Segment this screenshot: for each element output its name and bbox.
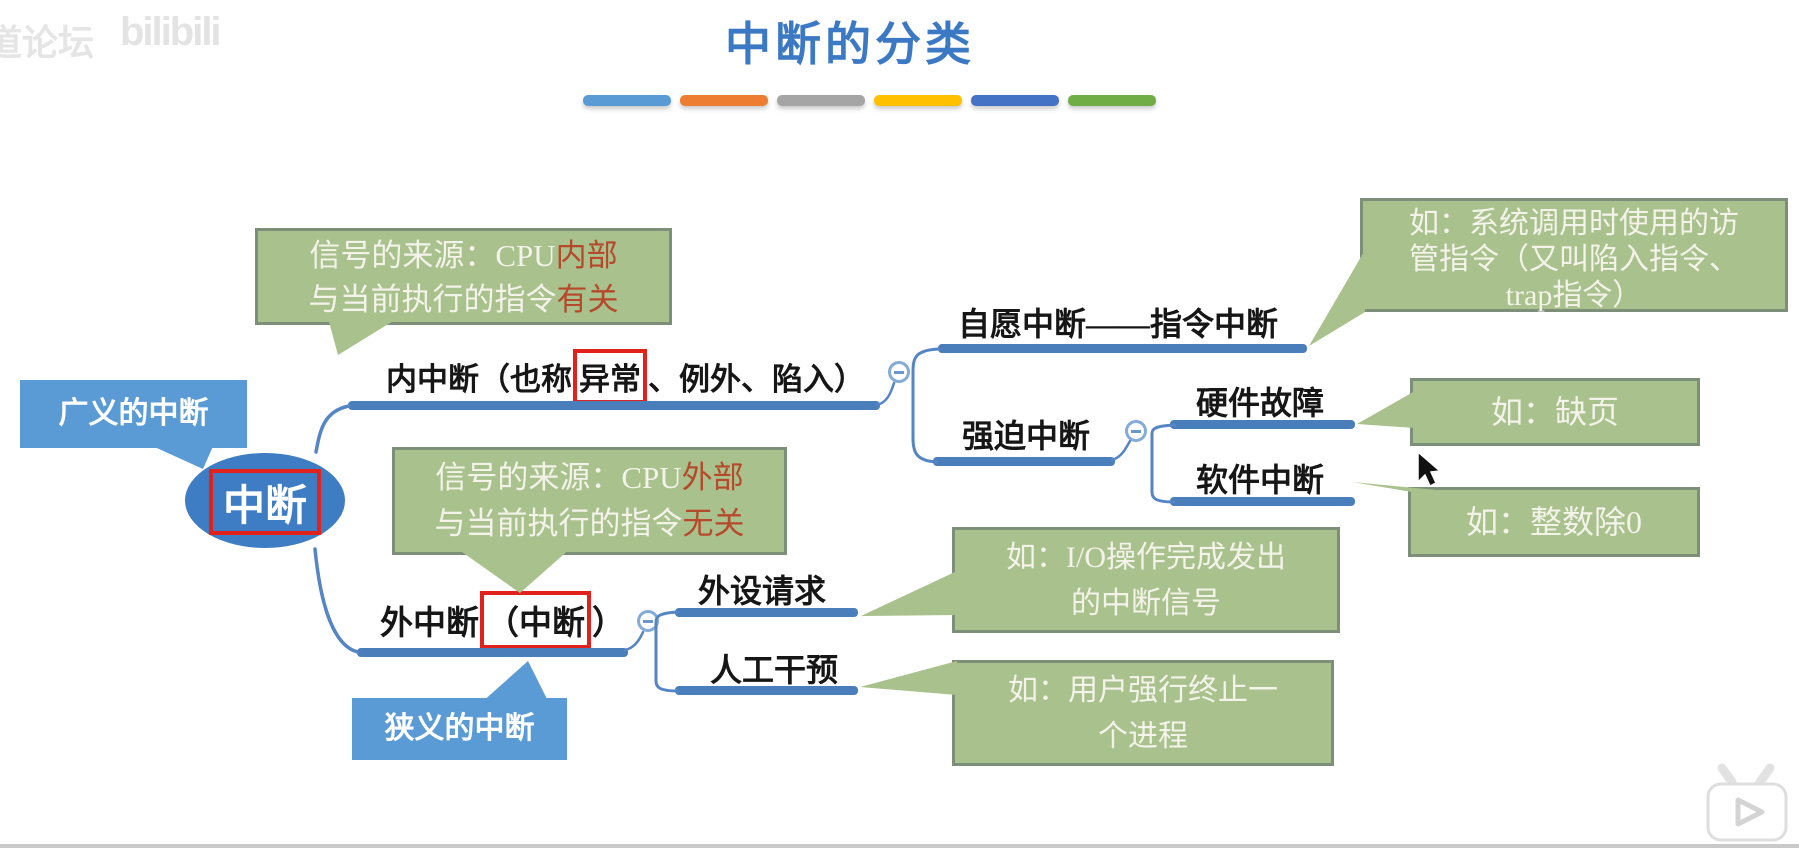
bilibili-play-icon[interactable]: [1698, 762, 1794, 846]
note-text: 如：I/O操作完成发出: [1006, 541, 1286, 574]
note-text: trap指令）: [1505, 279, 1643, 312]
note-highlight: 内部: [555, 238, 618, 273]
branch-label: 、例外、陷入）: [648, 361, 865, 397]
branch-underline: [933, 457, 1115, 466]
bilibili-logo-watermark: bilibili: [120, 10, 222, 54]
title-divider-dash: [777, 95, 865, 106]
note-text: 与当前执行的指令: [434, 506, 683, 541]
note-text: 管指令（又叫陷入指令、: [1409, 243, 1739, 276]
note-pointer: [1309, 250, 1365, 346]
title-divider-dash: [874, 95, 962, 106]
title-divider-dash: [1068, 95, 1156, 106]
branch-underline: [357, 648, 628, 657]
branch-bracket: [654, 610, 680, 693]
minus-circle-icon[interactable]: [1125, 420, 1147, 442]
branch-label: 外中断: [380, 606, 479, 642]
branch-forced-interrupt: 强迫中断: [962, 418, 1091, 454]
minus-circle-icon[interactable]: [888, 361, 910, 383]
tag-pointer: [481, 661, 549, 703]
branch-software-interrupt: 软件中断: [1196, 462, 1325, 498]
title-divider-dash: [971, 95, 1059, 106]
page-title: 中断的分类: [725, 19, 975, 70]
note-text: 信号的来源：CPU: [309, 238, 556, 273]
note-text: 如：用户强行终止一: [1008, 674, 1278, 707]
title-divider-dash: [680, 95, 768, 106]
branch-label: 内中断（也称: [386, 361, 572, 397]
letterbox-strip: [0, 844, 1799, 848]
note-pointer: [861, 571, 957, 616]
branch-external-interrupt: 外中断（中断）: [380, 591, 625, 649]
tag-broad-interrupt: 广义的中断: [20, 380, 247, 448]
note-divide-zero-example: 如：整数除0: [1408, 487, 1700, 557]
branch-underline: [675, 686, 858, 695]
minus-circle-icon[interactable]: [637, 610, 659, 632]
note-internal-source: 信号的来源：CPU内部 与当前执行的指令有关: [255, 228, 672, 325]
branch-underline: [1170, 420, 1355, 429]
note-kill-process-example: 如：用户强行终止一 个进程: [952, 660, 1334, 766]
root-node-interrupt: 中断: [185, 453, 345, 548]
connector-root-external: [313, 547, 360, 654]
branch-peripheral-request: 外设请求: [698, 573, 827, 609]
note-highlight: 有关: [556, 282, 619, 317]
note-text: 的中断信号: [1071, 587, 1221, 620]
note-io-example: 如：I/O操作完成发出 的中断信号: [952, 527, 1340, 633]
note-text: 与当前执行的指令: [308, 282, 557, 317]
branch-manual-intervention: 人工干预: [710, 652, 839, 688]
branch-bracket: [1150, 423, 1177, 504]
red-marker-box: （中断: [480, 591, 591, 649]
note-external-source: 信号的来源：CPU外部 与当前执行的指令无关: [392, 447, 787, 555]
note-highlight: 无关: [682, 506, 745, 541]
connector-stub: [623, 630, 645, 652]
branch-voluntary-interrupt: 自愿中断——指令中断: [958, 306, 1279, 342]
branch-underline: [675, 608, 858, 617]
title-divider-dash: [583, 95, 671, 106]
red-marker-box: 异常: [573, 348, 647, 404]
branch-underline: [348, 401, 880, 410]
note-highlight: 外部: [681, 460, 744, 495]
branch-underline: [1170, 497, 1355, 506]
note-page-fault-example: 如：缺页: [1410, 378, 1700, 446]
branch-label: ）: [592, 606, 625, 642]
note-text: 如：系统调用时使用的访: [1409, 207, 1739, 240]
mouse-cursor-icon: [1417, 450, 1442, 488]
branch-underline: [938, 344, 1307, 353]
note-pointer: [860, 661, 957, 695]
connector-stub: [875, 381, 896, 407]
note-text: 信号的来源：CPU: [435, 460, 682, 495]
note-text: 个进程: [1098, 720, 1188, 753]
connector-root-internal: [314, 404, 351, 454]
connector-stub: [1110, 439, 1132, 462]
branch-bracket: [911, 347, 941, 464]
note-trap-example: 如：系统调用时使用的访 管指令（又叫陷入指令、 trap指令）: [1360, 198, 1788, 312]
red-marker-box: 中断: [209, 469, 321, 535]
tag-narrow-interrupt: 狭义的中断: [352, 698, 567, 760]
note-pointer: [1357, 391, 1415, 428]
watermark-site-text: 道论坛: [0, 23, 95, 63]
branch-hardware-fault: 硬件故障: [1196, 385, 1325, 421]
branch-internal-interrupt: 内中断（也称异常、例外、陷入）: [386, 348, 865, 404]
